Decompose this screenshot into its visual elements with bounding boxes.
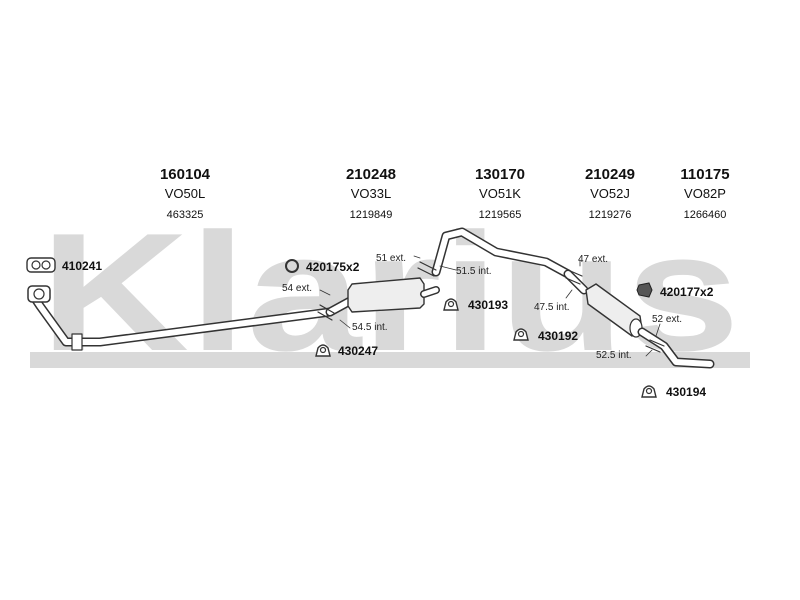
- part-code: VO52J: [590, 186, 630, 201]
- tail-pipe: [637, 327, 715, 369]
- ring-icon: [285, 259, 299, 273]
- part-number: 160104: [159, 166, 211, 183]
- part-4: 210249 VO52J 1219276: [555, 166, 665, 222]
- dimension-label: 54.5 int.: [352, 322, 388, 333]
- part-code: VO82P: [684, 186, 726, 201]
- accessory-label-clamp-a: 430247: [338, 344, 379, 358]
- oe-number: 1219565: [478, 209, 522, 221]
- part-number: 110175: [680, 166, 730, 183]
- klarius-watermark: Klarius: [30, 218, 750, 378]
- accessory-label-clamp-d: 430194: [666, 385, 707, 399]
- joint-marks: [317, 261, 665, 353]
- part-5: 110175 VO82P 1266460: [650, 166, 760, 222]
- dimension-label: 47 ext.: [578, 254, 609, 265]
- oe-number: 463325: [166, 209, 204, 221]
- part-number: 210249: [584, 166, 636, 183]
- part-3: 130170 VO51K 1219565: [445, 166, 555, 222]
- clamp-icon: [641, 385, 657, 398]
- centre-silencer: [325, 277, 440, 317]
- part-2: 210248 VO33L 1219849: [316, 166, 426, 222]
- oe-number: 1266460: [683, 209, 727, 221]
- part-1: 160104 VO50L 463325: [130, 166, 240, 222]
- front-pipe: [27, 285, 335, 351]
- dimension-label: 51 ext.: [376, 253, 407, 264]
- rubber-mount-icon: [636, 282, 653, 298]
- accessory-label-gasket: 410241: [62, 259, 103, 273]
- clamp-icon: [513, 328, 529, 341]
- dimension-label: 54 ext.: [282, 283, 313, 294]
- gasket-icon: [26, 257, 56, 273]
- dimension-label: 52.5 int.: [596, 350, 632, 361]
- clamp-icon: [315, 344, 331, 357]
- part-code: VO50L: [164, 186, 206, 201]
- dimension-label: 52 ext.: [652, 314, 683, 325]
- accessory-label-seal: 420177x2: [660, 285, 714, 299]
- oe-number: 1219849: [349, 209, 393, 221]
- part-number: 210248: [345, 166, 397, 183]
- accessory-label-clamp-c: 430192: [538, 329, 579, 343]
- part-code: VO33L: [350, 186, 392, 201]
- part-code: VO51K: [479, 186, 521, 201]
- clamp-icon: [443, 298, 459, 311]
- leader-lines: [319, 255, 661, 357]
- part-number: 130170: [474, 166, 526, 183]
- accessory-label-clamp-b: 430193: [468, 298, 509, 312]
- dimension-label: 51.5 int.: [456, 266, 492, 277]
- intermediate-pipe: [431, 227, 573, 279]
- dimension-label: 47.5 int.: [534, 302, 570, 313]
- oe-number: 1219276: [588, 209, 632, 221]
- accessory-label-ring: 420175x2: [306, 260, 360, 274]
